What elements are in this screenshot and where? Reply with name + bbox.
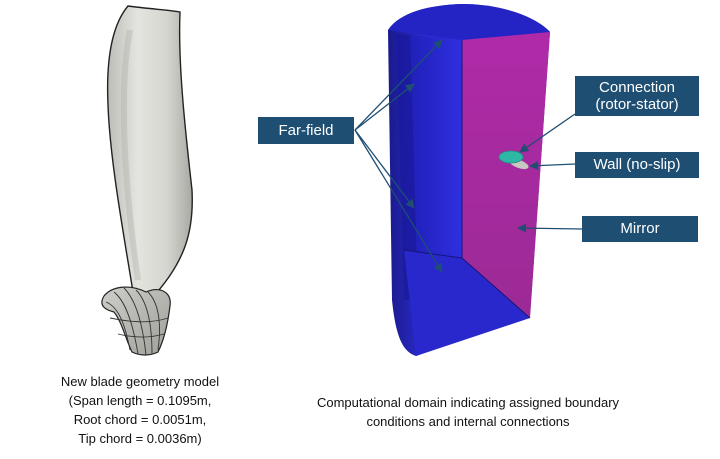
domain-caption-line-2: conditions and internal connections [366,413,570,429]
mirror-label: Mirror [582,216,698,242]
hub-panel-lines [105,287,169,356]
domain-caption-line-1: Computational domain indicating assigned… [316,395,620,410]
inner-shadow-strip [396,34,418,300]
arrow-farfield-top-left [354,83,415,131]
annotation-arrows [354,39,583,273]
mirror-face [462,32,550,318]
arrow-wall [529,161,576,171]
arrow-farfield-bottom-right [354,129,443,273]
blade-surface [106,5,193,305]
domain-caption: Computational domain indicating assigned… [268,394,668,432]
arrow-connection [519,113,576,153]
connection-disk [498,150,524,164]
bottom-face [404,250,530,356]
connection-label-line1: Connection [599,78,675,96]
blade-caption: New blade geometry model (Span length = … [20,373,260,448]
connection-label-line2: (rotor-stator) [595,96,679,113]
computational-domain [388,4,550,356]
blade-caption-line-1: New blade geometry model [60,374,220,389]
top-cap [388,4,550,40]
connection-label: Connection (rotor-stator) [575,76,699,116]
wall-label: Wall (no-slip) [575,152,699,178]
arrow-farfield-top-right [354,39,443,131]
blade-caption-line-2: (Span length = 0.1095m, [68,392,212,408]
arrow-farfield-bottom-left [354,129,415,209]
blade-shading [120,29,141,281]
blade-geometry [101,5,193,356]
blade-caption-line-4: Tip chord = 0.0036m) [78,430,202,446]
domain-edges [403,40,531,319]
blade-caption-line-3: Root chord = 0.0051m, [73,411,207,427]
far-field-label: Far-field [258,117,354,144]
arrow-mirror [517,223,583,233]
